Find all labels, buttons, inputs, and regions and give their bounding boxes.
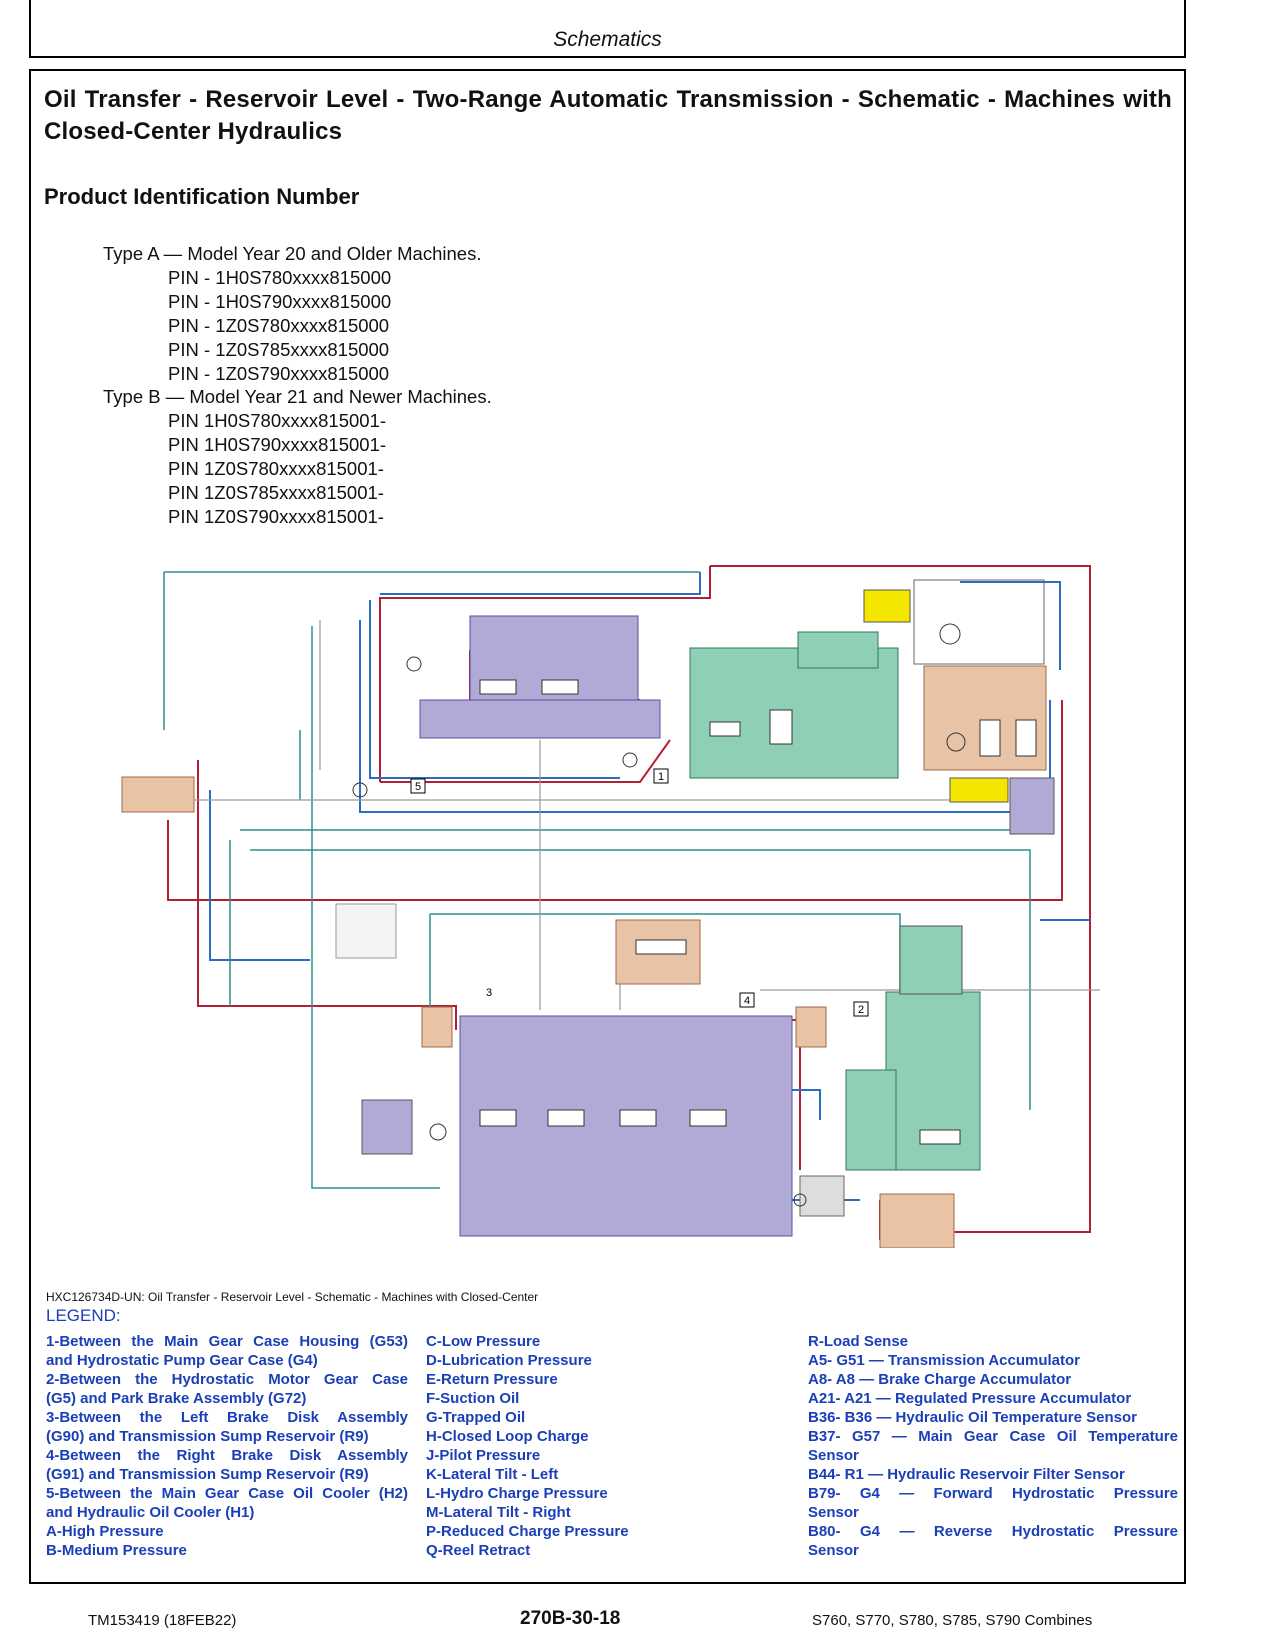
- pin-item: PIN - 1Z0S780xxxx815000: [168, 314, 390, 336]
- legend-item: B44- R1 — Hydraulic Reservoir Filter Sen…: [808, 1466, 1125, 1483]
- footer-page-number: 270B-30-18: [520, 1608, 621, 1629]
- type-b-label: Type B — Model Year 21 and Newer Machine…: [103, 386, 492, 408]
- header-frame: Schematics: [29, 0, 1186, 58]
- pin-item: PIN - 1H0S780xxxx815000: [168, 266, 392, 288]
- pin-item: PIN - 1Z0S785xxxx815000: [168, 338, 390, 360]
- document-title: Oil Transfer - Reservoir Level - Two-Ran…: [44, 86, 1172, 145]
- legend-item: B37- G57 — Main Gear Case Oil Temperatur…: [808, 1428, 1178, 1445]
- pin-item: PIN 1Z0S785xxxx815001-: [168, 482, 384, 504]
- callout-4: 4: [744, 995, 750, 1007]
- legend-item: K-Lateral Tilt - Left: [426, 1466, 559, 1483]
- callout-3: 3: [486, 987, 492, 999]
- legend-item: E-Return Pressure: [426, 1371, 558, 1388]
- legend-item: Q-Reel Retract: [426, 1542, 531, 1559]
- callout-2: 2: [858, 1004, 864, 1016]
- legend-title: LEGEND:: [46, 1306, 121, 1325]
- legend-item: B36- B36 — Hydraulic Oil Temperature Sen…: [808, 1409, 1137, 1426]
- callout-5: 5: [415, 781, 421, 793]
- legend-item: D-Lubrication Pressure: [426, 1352, 592, 1369]
- type-a-label: Type A — Model Year 20 and Older Machine…: [103, 243, 482, 264]
- legend-item: Sensor: [808, 1542, 859, 1559]
- legend-item: (G90) and Transmission Sump Reservoir (R…: [46, 1428, 369, 1445]
- pin-item: PIN 1Z0S790xxxx815001-: [168, 505, 384, 527]
- legend-item: A-High Pressure: [46, 1523, 164, 1540]
- legend-item: Sensor: [808, 1447, 859, 1464]
- pin-item: PIN - 1Z0S790xxxx815000: [168, 362, 390, 384]
- legend-item: and Hydraulic Oil Cooler (H1): [46, 1504, 255, 1521]
- figure-caption: HXC126734D-UN: Oil Transfer - Reservoir …: [46, 1290, 539, 1304]
- legend-item: Sensor: [808, 1504, 859, 1521]
- callout-1: 1: [658, 771, 664, 783]
- legend-item: 4-Between the Right Brake Disk Assembly: [46, 1447, 408, 1464]
- legend-item: B80- G4 — Reverse Hydrostatic Pressure: [808, 1523, 1178, 1540]
- content-frame: [29, 69, 1186, 1584]
- legend-item: 2-Between the Hydrostatic Motor Gear Cas…: [46, 1371, 408, 1388]
- legend-item: 1-Between the Main Gear Case Housing (G5…: [46, 1333, 408, 1350]
- legend-item: 3-Between the Left Brake Disk Assembly: [46, 1409, 408, 1426]
- footer-doc-id: TM153419 (18FEB22): [88, 1612, 237, 1629]
- legend-item: B79- G4 — Forward Hydrostatic Pressure: [808, 1485, 1178, 1502]
- legend-item: A8- A8 — Brake Charge Accumulator: [808, 1371, 1072, 1388]
- pin-item: PIN 1H0S780xxxx815001-: [168, 410, 387, 432]
- legend-item: G-Trapped Oil: [426, 1409, 526, 1426]
- legend-item: H-Closed Loop Charge: [426, 1428, 589, 1445]
- legend-item: R-Load Sense: [808, 1333, 909, 1350]
- legend-column-1: 1-Between the Main Gear Case Housing (G5…: [46, 1332, 408, 1560]
- pin-item: PIN 1Z0S780xxxx815001-: [168, 458, 384, 480]
- legend-column-3: R-Load Sense A5- G51 — Transmission Accu…: [808, 1332, 1178, 1560]
- legend-item: A21- A21 — Regulated Pressure Accumulato…: [808, 1390, 1132, 1407]
- legend-item: and Hydrostatic Pump Gear Case (G4): [46, 1352, 318, 1369]
- legend-item: (G5) and Park Brake Assembly (G72): [46, 1390, 307, 1407]
- hydraulic-schematic: 1 2 3 4 5: [121, 565, 1100, 1248]
- header-title: Schematics: [553, 28, 662, 51]
- legend-item: A5- G51 — Transmission Accumulator: [808, 1352, 1081, 1369]
- pin-item: PIN - 1H0S790xxxx815000: [168, 290, 392, 312]
- section-title: Product Identification Number: [44, 184, 360, 209]
- legend-item: P-Reduced Charge Pressure: [426, 1523, 629, 1540]
- legend-item: (G91) and Transmission Sump Reservoir (R…: [46, 1466, 369, 1483]
- legend-item: M-Lateral Tilt - Right: [426, 1504, 571, 1521]
- legend-item: B-Medium Pressure: [46, 1542, 187, 1559]
- pin-list: Type A — Model Year 20 and Older Machine…: [0, 242, 492, 529]
- legend-item: C-Low Pressure: [426, 1333, 541, 1350]
- pin-item: PIN 1H0S790xxxx815001-: [168, 434, 387, 456]
- legend-item: L-Hydro Charge Pressure: [426, 1485, 608, 1502]
- legend-item: 5-Between the Main Gear Case Oil Cooler …: [46, 1485, 408, 1502]
- footer-models: S760, S770, S780, S785, S790 Combines: [812, 1612, 1093, 1629]
- legend-column-2: C-Low Pressure D-Lubrication Pressure E-…: [426, 1332, 746, 1560]
- legend-item: F-Suction Oil: [426, 1390, 520, 1407]
- legend-item: J-Pilot Pressure: [426, 1447, 541, 1464]
